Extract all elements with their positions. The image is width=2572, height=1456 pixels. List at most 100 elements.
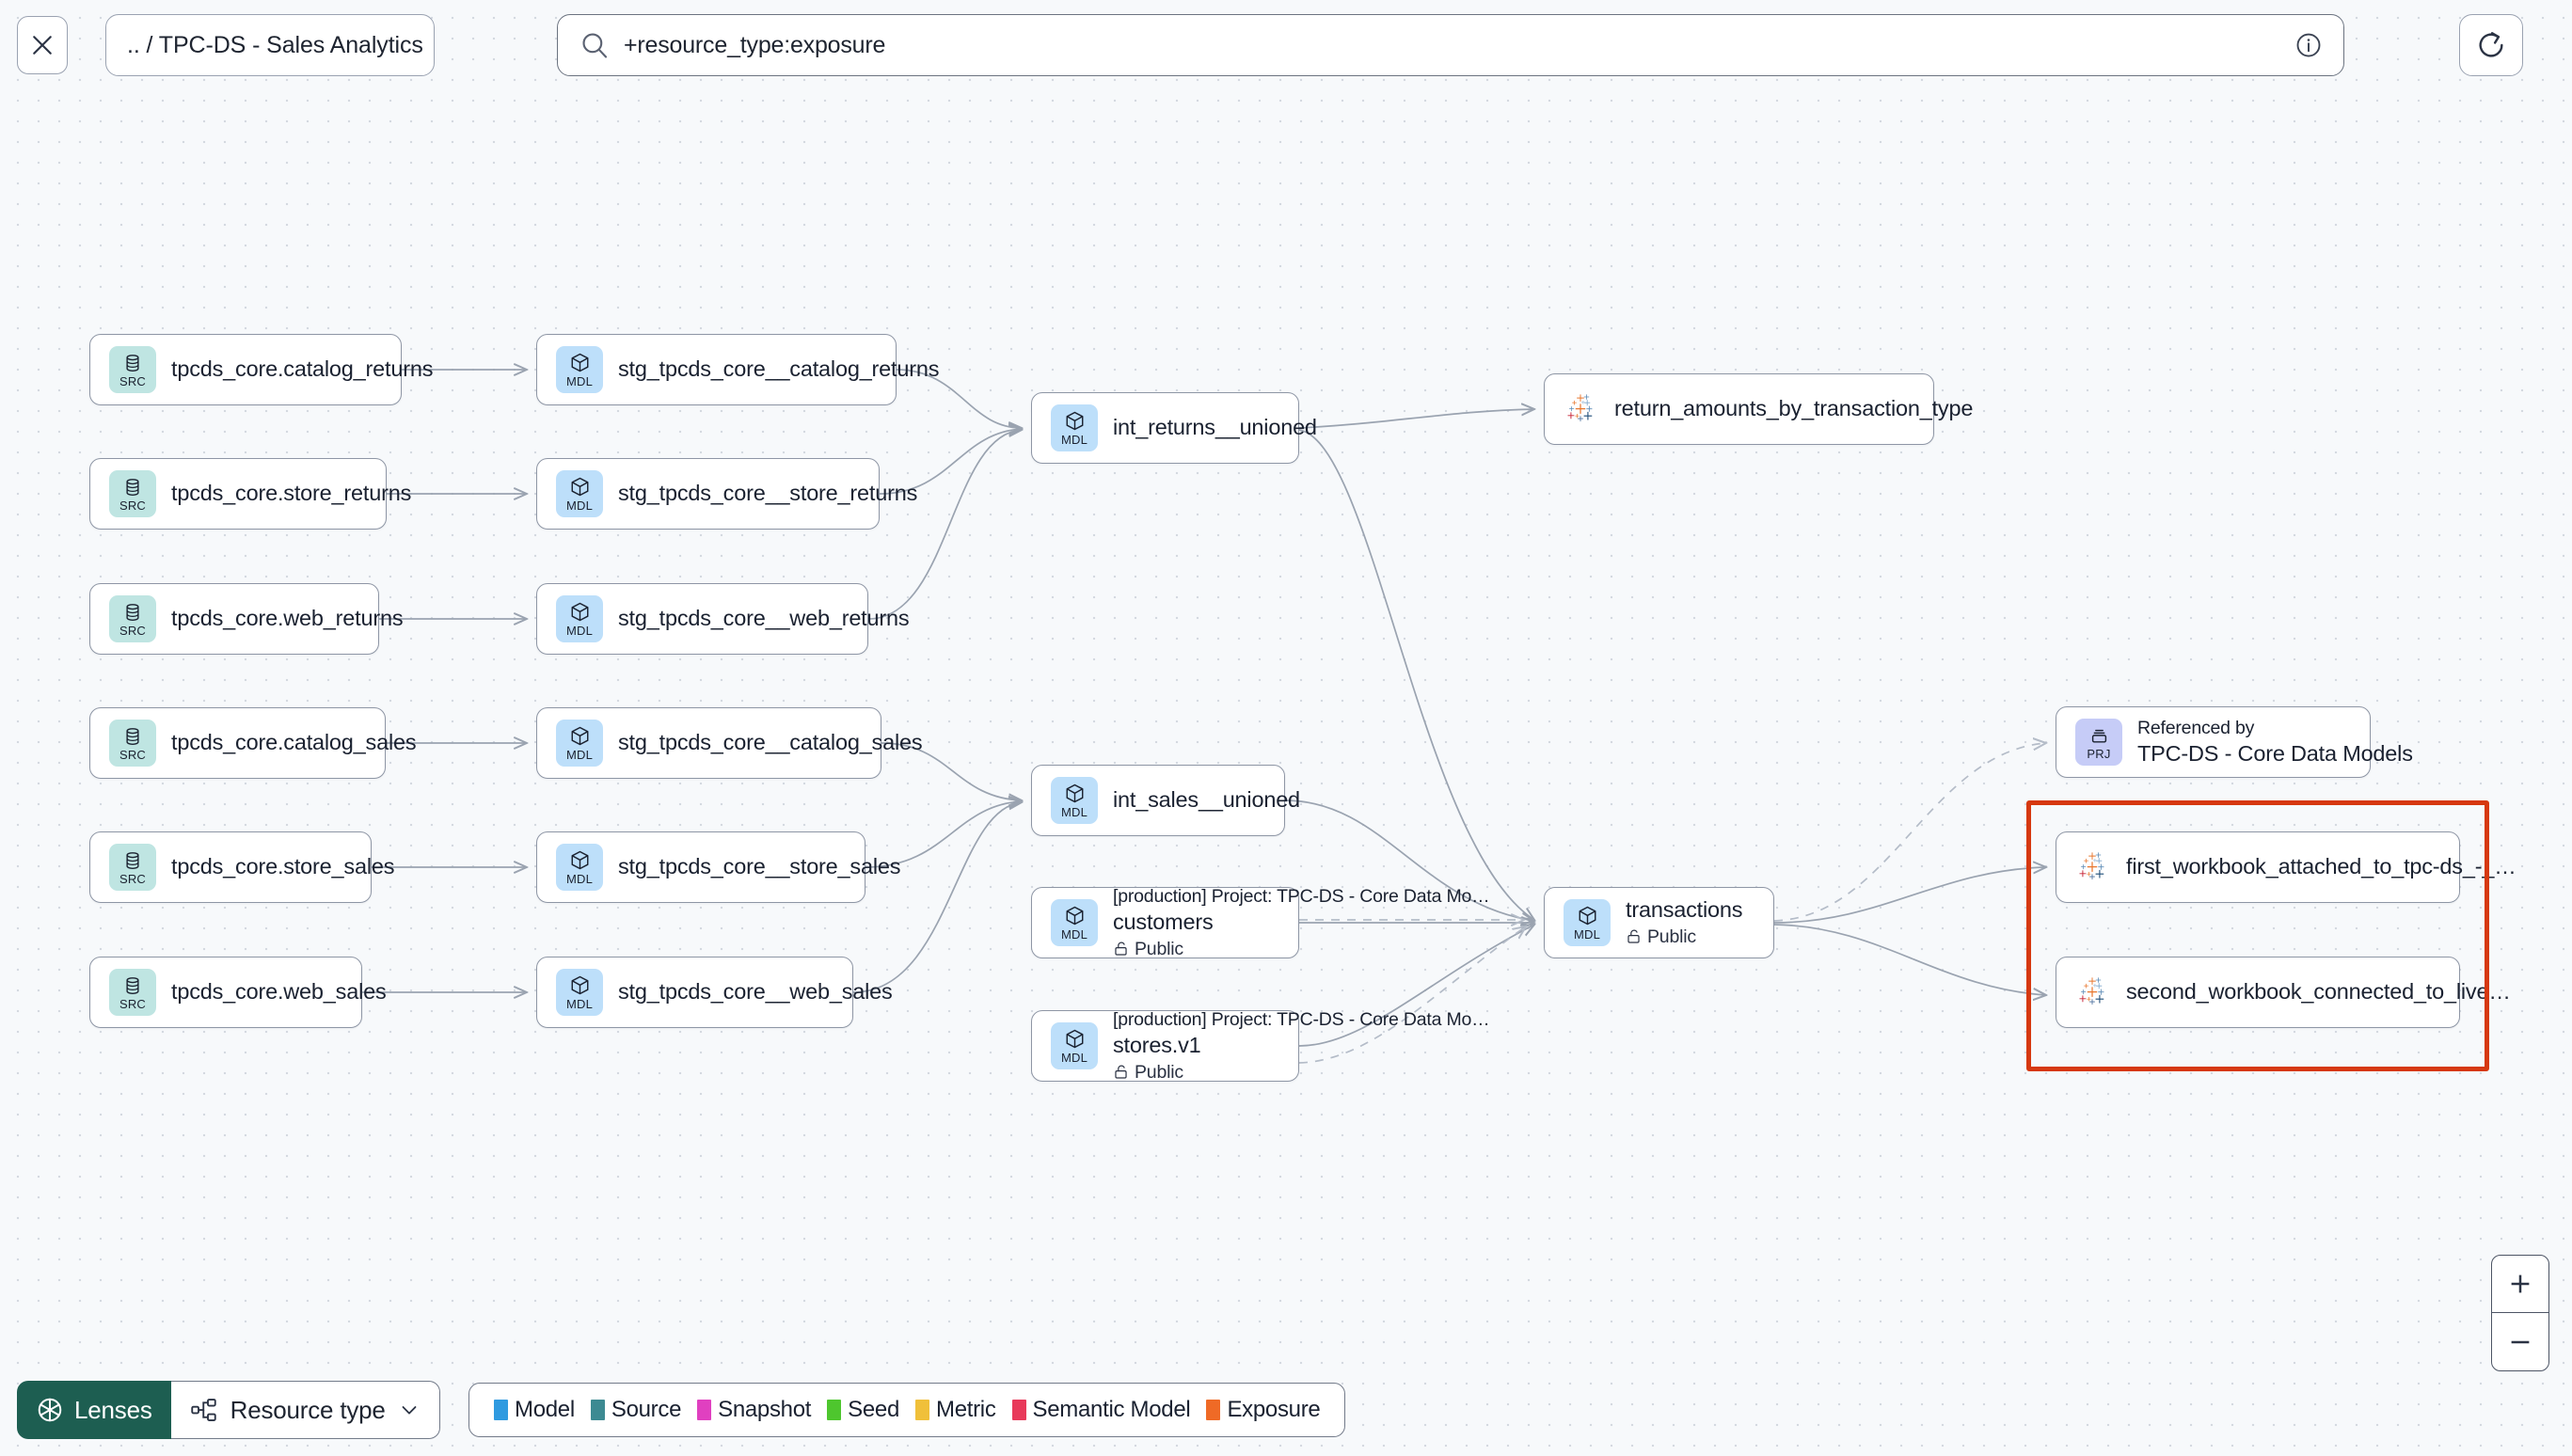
- badge-text: SRC: [119, 747, 147, 762]
- node-type-badge-src: SRC: [109, 969, 156, 1016]
- badge-text: SRC: [119, 623, 147, 638]
- badge-text: MDL: [565, 748, 594, 762]
- node-src_store_returns[interactable]: SRC tpcds_core.store_returns: [89, 458, 411, 530]
- node-type-badge-mdl: MDL: [1051, 777, 1098, 824]
- node-return_amounts[interactable]: return_amounts_by_transaction_type: [1544, 373, 1973, 445]
- node-subtitle: Referenced by: [2137, 718, 2255, 739]
- search-input[interactable]: [624, 31, 2283, 59]
- search-icon: [582, 33, 608, 58]
- node-second_workbook[interactable]: second_workbook_connected_to_live…: [2056, 957, 2511, 1028]
- legend-label: Semantic Model: [1032, 1397, 1191, 1422]
- node-first_workbook[interactable]: first_workbook_attached_to_tpc-ds_-_…: [2056, 831, 2516, 903]
- node-stg_web_sales[interactable]: MDL stg_tpcds_core__web_sales: [536, 957, 893, 1028]
- badge-text: MDL: [1573, 927, 1601, 942]
- tableau-icon: [2079, 977, 2104, 1005]
- node-visibility: Public: [1113, 1060, 1279, 1084]
- node-label: tpcds_core.web_sales: [171, 979, 387, 1005]
- node-body: int_returns__unioned: [1113, 414, 1317, 441]
- node-body: return_amounts_by_transaction_type: [1614, 395, 1973, 422]
- lock-open-icon: [1115, 1065, 1127, 1079]
- legend-swatch: [915, 1400, 929, 1420]
- node-stg_web_returns[interactable]: MDL stg_tpcds_core__web_returns: [536, 583, 910, 655]
- zoom-out-button[interactable]: [2492, 1313, 2548, 1370]
- node-type-badge-mdl: MDL: [556, 844, 603, 891]
- node-subtitle: [production] Project: TPC-DS - Core Data…: [1113, 1009, 1490, 1030]
- database-icon: [126, 851, 139, 869]
- node-src_store_sales[interactable]: SRC tpcds_core.store_sales: [89, 831, 394, 903]
- node-type-badge-mdl: MDL: [556, 720, 603, 767]
- badge-text: MDL: [1060, 805, 1088, 819]
- node-body: stg_tpcds_core__store_returns: [618, 480, 918, 507]
- legend-swatch: [590, 1400, 605, 1420]
- node-type-badge-prj: PRJ: [2075, 719, 2122, 766]
- node-src_web_returns[interactable]: SRC tpcds_core.web_returns: [89, 583, 404, 655]
- badge-text: MDL: [565, 997, 594, 1011]
- node-body: stg_tpcds_core__web_sales: [618, 978, 893, 1005]
- node-type-badge-mdl: MDL: [1051, 404, 1098, 451]
- close-button[interactable]: [17, 16, 68, 74]
- node-customers[interactable]: MDL [production] Project: TPC-DS - Core …: [1031, 884, 1490, 961]
- node-visibility-label: Public: [1647, 926, 1696, 947]
- node-body: tpcds_core.catalog_returns: [171, 356, 434, 383]
- lock-open-icon: [1115, 942, 1127, 956]
- hierarchy-icon: [190, 1399, 216, 1421]
- legend-item-exposure[interactable]: Exposure: [1206, 1397, 1321, 1423]
- search-bar[interactable]: [557, 14, 2344, 76]
- legend-item-source[interactable]: Source: [590, 1397, 681, 1423]
- node-label: stg_tpcds_core__web_sales: [618, 979, 893, 1005]
- refresh-button[interactable]: [2459, 14, 2523, 76]
- node-body: [production] Project: TPC-DS - Core Data…: [1113, 884, 1490, 961]
- node-label: stg_tpcds_core__store_returns: [618, 481, 918, 506]
- node-int_returns_unioned[interactable]: MDL int_returns__unioned: [1031, 392, 1317, 464]
- legend-label: Metric: [936, 1397, 996, 1422]
- database-icon: [126, 727, 139, 745]
- node-stg_catalog_returns[interactable]: MDL stg_tpcds_core__catalog_returns: [536, 334, 940, 405]
- node-visibility-label: Public: [1135, 938, 1183, 959]
- zoom-in-button[interactable]: [2492, 1256, 2548, 1313]
- legend-item-seed[interactable]: Seed: [827, 1397, 899, 1423]
- info-icon[interactable]: [2294, 31, 2323, 59]
- lenses-button[interactable]: Lenses: [17, 1381, 171, 1439]
- legend-item-semantic-model[interactable]: Semantic Model: [1011, 1397, 1191, 1423]
- node-stg_catalog_sales[interactable]: MDL stg_tpcds_core__catalog_sales: [536, 707, 923, 779]
- node-label: transactions: [1626, 897, 1743, 923]
- database-icon: [126, 603, 139, 621]
- cube-icon: [571, 477, 588, 497]
- legend-item-metric[interactable]: Metric: [915, 1397, 996, 1423]
- node-label: customers: [1113, 910, 1214, 935]
- legend-label: Seed: [848, 1397, 899, 1422]
- node-label: int_returns__unioned: [1113, 415, 1317, 440]
- resource-type-label: Resource type: [230, 1395, 386, 1424]
- node-int_sales_unioned[interactable]: MDL int_sales__unioned: [1031, 765, 1300, 836]
- node-src_catalog_sales[interactable]: SRC tpcds_core.catalog_sales: [89, 707, 417, 779]
- node-body: [production] Project: TPC-DS - Core Data…: [1113, 1007, 1490, 1084]
- node-body: transactions Public: [1626, 896, 1743, 949]
- breadcrumb-label: .. / TPC-DS - Sales Analytics: [127, 31, 423, 58]
- resource-type-dropdown[interactable]: Resource type: [170, 1381, 440, 1439]
- node-type-badge-src: SRC: [109, 595, 156, 642]
- plus-icon: [2511, 1274, 2530, 1293]
- legend-item-snapshot[interactable]: Snapshot: [697, 1397, 811, 1423]
- breadcrumb[interactable]: .. / TPC-DS - Sales Analytics: [105, 14, 435, 76]
- node-type-badge-src: SRC: [109, 844, 156, 891]
- node-transactions[interactable]: MDL transactions Public: [1544, 887, 1774, 958]
- node-src_catalog_returns[interactable]: SRC tpcds_core.catalog_returns: [89, 334, 434, 405]
- node-src_web_sales[interactable]: SRC tpcds_core.web_sales: [89, 957, 387, 1028]
- node-label: tpcds_core.catalog_returns: [171, 356, 434, 382]
- node-stores_v1[interactable]: MDL [production] Project: TPC-DS - Core …: [1031, 1007, 1490, 1084]
- node-body: tpcds_core.store_sales: [171, 853, 394, 880]
- database-icon: [126, 478, 139, 496]
- node-type-badge-mdl: MDL: [556, 969, 603, 1016]
- node-body: tpcds_core.catalog_sales: [171, 729, 417, 756]
- node-stg_store_sales[interactable]: MDL stg_tpcds_core__store_sales: [536, 831, 900, 903]
- node-stg_store_returns[interactable]: MDL stg_tpcds_core__store_returns: [536, 458, 918, 530]
- legend-item-model[interactable]: Model: [494, 1397, 575, 1423]
- legend-label: Exposure: [1227, 1397, 1321, 1422]
- node-label: stores.v1: [1113, 1033, 1201, 1058]
- badge-text: SRC: [119, 373, 147, 388]
- node-visibility-label: Public: [1135, 1061, 1183, 1083]
- legend-label: Snapshot: [718, 1397, 812, 1422]
- badge-text: MDL: [1060, 927, 1088, 942]
- node-label: int_sales__unioned: [1113, 787, 1300, 813]
